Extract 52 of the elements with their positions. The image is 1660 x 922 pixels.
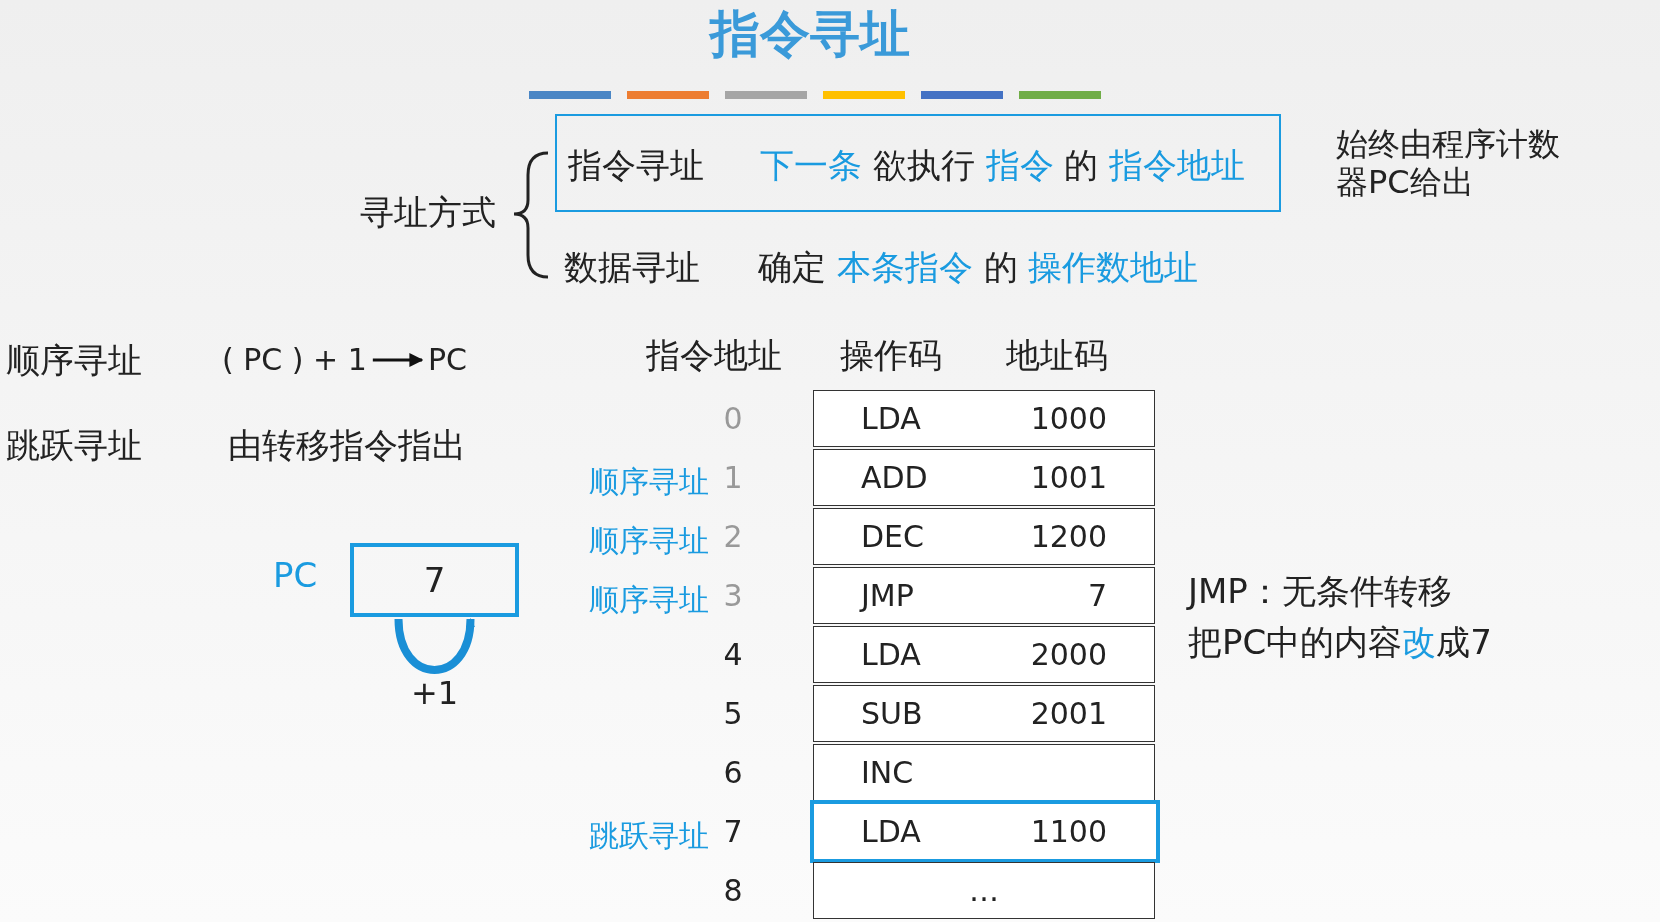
heading-text: 指令寻址 xyxy=(568,144,704,186)
address-number: 4 xyxy=(723,637,743,673)
opcode-text: DEC xyxy=(861,519,924,555)
column-header: 操作码 xyxy=(840,334,942,376)
address-code: 7 xyxy=(1087,578,1107,614)
opcode-text: ADD xyxy=(861,460,928,496)
address-code: 1000 xyxy=(1030,401,1107,437)
opcode-text: LDA xyxy=(861,814,921,850)
edge-label: +1 xyxy=(410,673,459,713)
term-text: 数据寻址 xyxy=(564,246,700,288)
column-header: 地址码 xyxy=(1006,334,1108,376)
annotation-text: 跳跃寻址 xyxy=(589,818,709,854)
address-number: 3 xyxy=(723,578,743,614)
annotation-text: 顺序寻址 xyxy=(589,582,709,618)
formula-text: ( PC ) + 1 xyxy=(222,342,367,378)
opcode-text: JMP xyxy=(861,578,914,614)
register-box: 7 xyxy=(350,543,519,617)
ellipsis-text: … xyxy=(969,873,999,909)
description-text: 确定 本条指令 的 操作数地址 xyxy=(758,246,1199,288)
address-code: 2001 xyxy=(1030,696,1107,732)
formula-text: PC xyxy=(428,342,468,378)
address-number: 5 xyxy=(723,696,743,732)
address-number: 7 xyxy=(723,814,743,850)
address-code: 1100 xyxy=(1030,814,1107,850)
definition-text: 下一条 欲执行 指令 的 指令地址 xyxy=(760,144,1246,186)
column-header: 指令地址 xyxy=(646,334,782,376)
opcode-text: LDA xyxy=(861,637,921,673)
opcode-text: SUB xyxy=(861,696,923,732)
address-number: 0 xyxy=(723,401,743,437)
opcode-text: LDA xyxy=(861,401,921,437)
address-code: 1200 xyxy=(1030,519,1107,555)
address-number: 2 xyxy=(723,519,743,555)
loop-arrow xyxy=(394,618,475,674)
term-text: 寻址方式 xyxy=(360,191,496,233)
term-text: 跳跃寻址 xyxy=(6,424,142,466)
register-name: PC xyxy=(273,554,318,596)
opcode-text: INC xyxy=(861,755,914,791)
description-text: 把PC中的内容改成7 xyxy=(1188,621,1492,663)
term-text: 顺序寻址 xyxy=(6,339,142,381)
slide-title: 指令寻址 xyxy=(710,4,910,64)
address-number: 6 xyxy=(723,755,743,791)
definition-box xyxy=(555,114,1281,212)
annotation-text: 顺序寻址 xyxy=(589,464,709,500)
address-number: 1 xyxy=(723,460,743,496)
description-text: 由转移指令指出 xyxy=(228,424,466,466)
address-number: 8 xyxy=(723,873,743,909)
address-code: 2000 xyxy=(1030,637,1107,673)
description-text: JMP：无条件转移 xyxy=(1188,570,1452,612)
note-text: 始终由程序计数器PC给出 xyxy=(1336,125,1561,202)
arrow xyxy=(372,353,424,367)
annotation-text: 顺序寻址 xyxy=(589,523,709,559)
address-code: 1001 xyxy=(1030,460,1107,496)
